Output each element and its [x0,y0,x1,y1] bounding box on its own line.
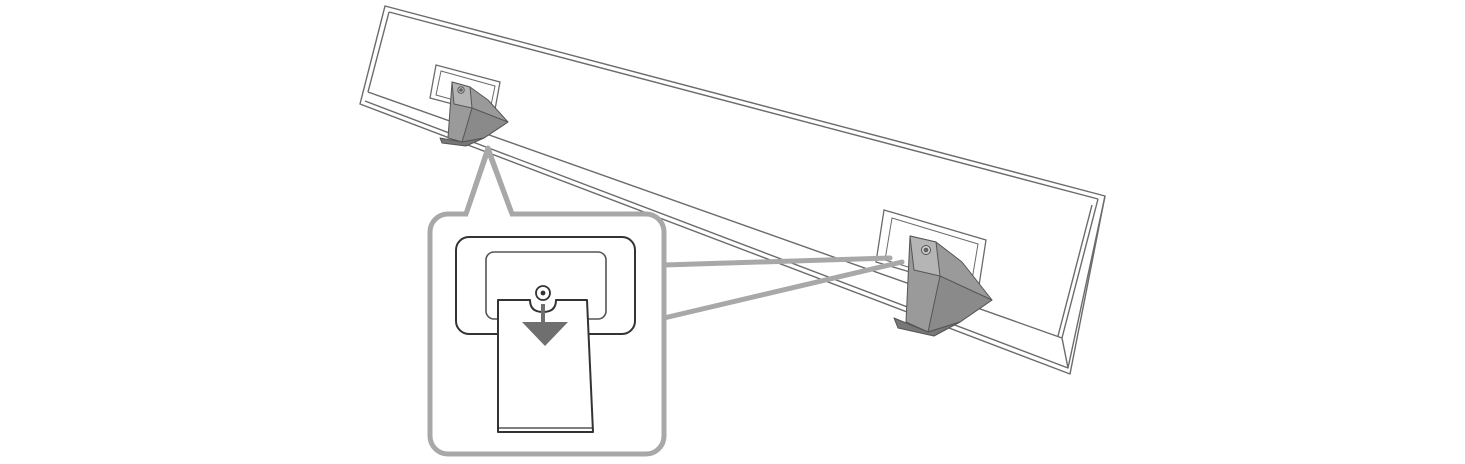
soundbar-inner-top [388,11,1099,200]
detail-hook-plate [497,299,594,433]
right-bracket-icon [893,235,993,337]
left-bracket-group [429,64,509,147]
screw-icon [535,285,551,301]
callout-leader-join [463,147,515,215]
arrow-down-icon [522,304,568,346]
soundbar-right-end [1061,195,1106,369]
soundbar-right-end-inner [1057,204,1093,337]
left-bracket-icon [439,81,509,147]
right-callout-leader-top [661,255,893,268]
right-callout-leader-bottom [661,259,905,321]
detail-callout [427,147,667,457]
right-bracket-group [875,209,993,337]
soundbar-left-end [367,11,390,93]
